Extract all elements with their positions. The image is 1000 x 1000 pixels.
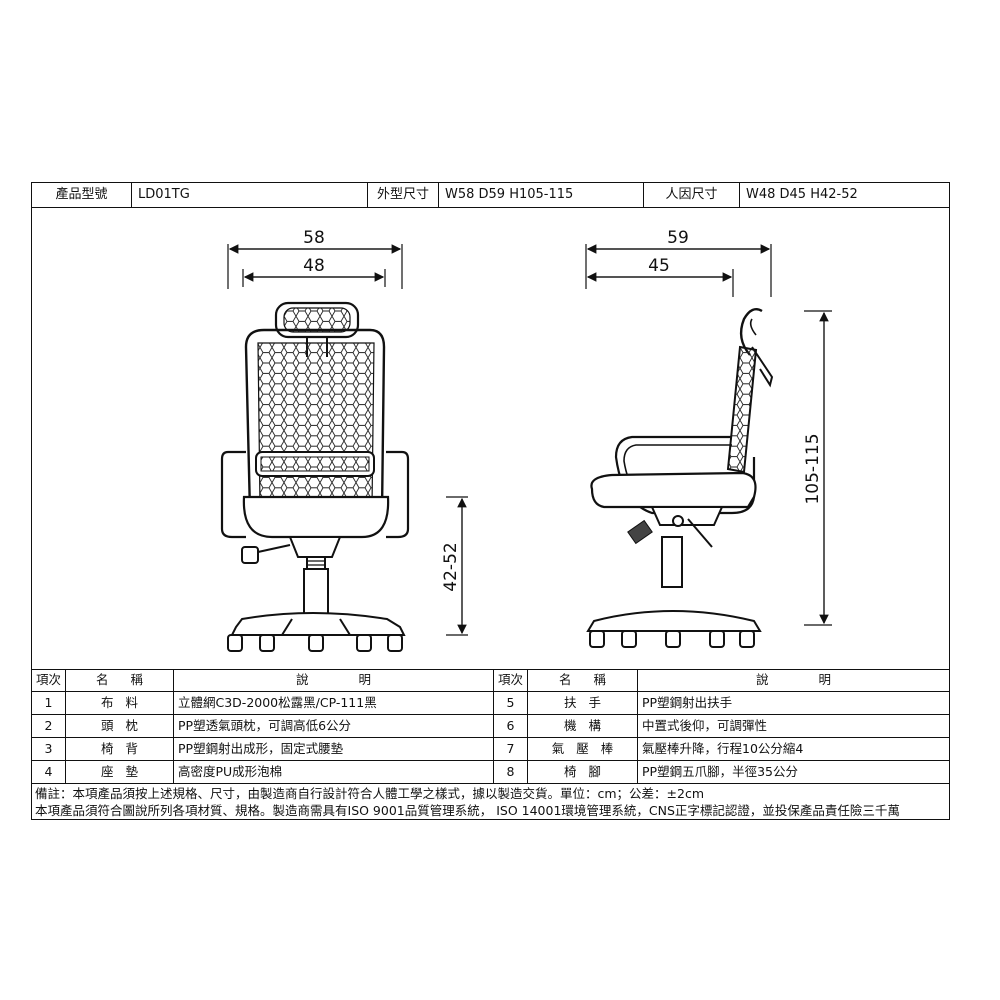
side-view: [585, 244, 832, 648]
item-no: 7: [494, 738, 528, 760]
item-no: 5: [494, 692, 528, 714]
ergo-size-label: 人因尺寸: [644, 183, 740, 207]
front-view: [220, 244, 468, 652]
item-desc: 氣壓棒升降，行程10公分縮4: [642, 741, 804, 756]
item-no: 4: [32, 761, 66, 783]
col-desc-header: 說明: [174, 669, 494, 691]
table-row: 3 椅背 PP塑鋼射出成形，固定式腰墊 7 氣壓棒 氣壓棒升降，行程10公分縮4: [32, 738, 949, 761]
item-no: 8: [494, 761, 528, 783]
note-line-1: 備註：本項產品須按上述規格、尺寸，由製造商自行設計符合人體工學之樣式，據以製造交…: [35, 786, 705, 801]
col-desc-header-2: 說明: [755, 672, 881, 687]
col-item-header-2: 項次: [494, 669, 528, 691]
model-value: LD01TG: [132, 183, 368, 207]
note-line-2: 本項產品須符合圖說所列各項材質、規格。製造商需具有ISO 9001品質管理系統，…: [35, 803, 900, 818]
header-row: 產品型號 LD01TG 外型尺寸 W58 D59 H105-115 人因尺寸 W…: [32, 183, 949, 208]
front-width-inner-label: 48: [303, 256, 325, 276]
side-depth-inner-label: 45: [648, 256, 670, 276]
front-width-dimension: [227, 244, 403, 289]
col-item-header: 項次: [32, 669, 66, 691]
col-name-header-2: 名稱: [528, 669, 638, 691]
total-height-dimension: [804, 310, 832, 626]
outer-size-value: W58 D59 H105-115: [439, 183, 644, 207]
item-name: 扶手: [528, 692, 638, 714]
seat-height-label: 42-52: [441, 542, 461, 591]
item-desc: PP塑透氣頭枕，可調高低6公分: [174, 715, 494, 737]
table-row: 2 頭枕 PP塑透氣頭枕，可調高低6公分 6 機構 中置式後仰，可調彈性: [32, 715, 949, 738]
item-desc: 中置式後仰，可調彈性: [642, 718, 768, 733]
side-depth-outer-label: 59: [667, 228, 689, 248]
spec-sheet: 產品型號 LD01TG 外型尺寸 W58 D59 H105-115 人因尺寸 W…: [31, 182, 950, 820]
table-row: 1 布料 立體網C3D-2000松露黑/CP-111黑 5 扶手 PP塑鋼射出扶…: [32, 692, 949, 715]
item-name: 座墊: [66, 761, 174, 783]
item-name: 機構: [528, 715, 638, 737]
item-desc: PP塑鋼五爪腳，半徑35公分: [642, 764, 798, 779]
item-no: 1: [32, 692, 66, 714]
item-no: 3: [32, 738, 66, 760]
table-header-row: 項次 名稱 說明 項次 名稱 說明: [32, 669, 949, 692]
item-name: 椅腳: [528, 761, 638, 783]
spec-table: 項次 名稱 說明 項次 名稱 說明 1 布料 立體網C3D-2000松露黑/CP…: [32, 669, 949, 784]
item-desc: 高密度PU成形泡棉: [174, 761, 494, 783]
table-row: 4 座墊 高密度PU成形泡棉 8 椅腳 PP塑鋼五爪腳，半徑35公分: [32, 761, 949, 784]
total-height-label: 105-115: [803, 433, 823, 504]
notes-section: 備註：本項產品須按上述規格、尺寸，由製造商自行設計符合人體工學之樣式，據以製造交…: [32, 784, 949, 821]
model-label: 產品型號: [32, 183, 132, 207]
item-name: 氣壓棒: [528, 738, 638, 760]
technical-drawing: 58 48 59 45 42-52 105-115: [32, 207, 949, 670]
item-desc: 立體網C3D-2000松露黑/CP-111黑: [174, 692, 494, 714]
item-desc: PP塑鋼射出扶手: [642, 695, 733, 710]
item-name: 頭枕: [66, 715, 174, 737]
ergo-size-value: W48 D45 H42-52: [746, 187, 858, 202]
chair-drawing: 58 48 59 45 42-52 105-115: [220, 228, 832, 652]
item-no: 2: [32, 715, 66, 737]
item-name: 布料: [66, 692, 174, 714]
front-width-outer-label: 58: [303, 228, 325, 248]
item-desc: PP塑鋼射出成形，固定式腰墊: [174, 738, 494, 760]
side-depth-dimension: [585, 244, 772, 297]
outer-size-label: 外型尺寸: [368, 183, 439, 207]
col-name-header: 名稱: [66, 669, 174, 691]
seat-height-dimension: [446, 496, 468, 636]
item-no: 6: [494, 715, 528, 737]
item-name: 椅背: [66, 738, 174, 760]
